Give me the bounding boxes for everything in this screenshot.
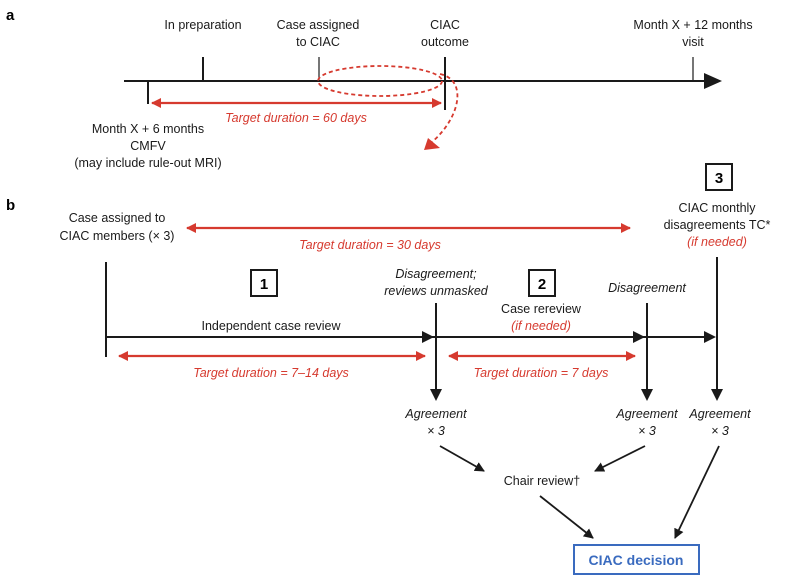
zoom-arrowhead [424, 138, 440, 150]
step-3-box [705, 163, 733, 191]
label-agreement-2: Agreement [615, 407, 678, 421]
label-disagreement-unmasked-1: Disagreement; [395, 267, 477, 281]
highlight-ellipse [317, 65, 443, 97]
label-month6-2: CMFV [130, 139, 166, 153]
label-agreement-3-times: × 3 [711, 424, 729, 438]
label-disagreement-unmasked-2: reviews unmasked [384, 284, 489, 298]
flow-arrowhead-2 [633, 331, 645, 343]
arrow-agreement2-to-chair [594, 445, 646, 472]
step-2-number: 2 [538, 276, 546, 293]
step-3-number: 3 [715, 170, 723, 187]
label-target-7-days: Target duration = 7 days [474, 366, 609, 380]
label-tc-3: (if needed) [687, 235, 747, 249]
arrow-agreement1-to-chair [439, 445, 485, 472]
timeline-a-arrowhead [704, 73, 722, 89]
label-target-60-days: Target duration = 60 days [225, 111, 367, 125]
label-tc-1: CIAC monthly [678, 201, 756, 215]
step-1-number: 1 [260, 276, 268, 293]
label-tc-2: disagreements TC* [664, 218, 771, 232]
down-arrowhead-3 [711, 389, 723, 401]
label-month6-3: (may include rule-out MRI) [74, 156, 221, 170]
label-ciac-decision: CIAC decision [589, 552, 684, 568]
label-chair-review: Chair review† [504, 474, 580, 488]
panel-a-label: a [6, 7, 15, 24]
label-case-assigned-1: Case assigned [277, 18, 360, 32]
down-arrowhead-1 [430, 389, 442, 401]
arrow-chair-to-decision [539, 495, 594, 539]
zoom-curved-arrow [431, 73, 459, 143]
label-agreement-1: Agreement [404, 407, 467, 421]
arrow-agreement3-to-decision [674, 445, 720, 539]
label-month12-1: Month X + 12 months [633, 18, 752, 32]
label-ciac-outcome-2: outcome [421, 35, 469, 49]
label-in-preparation: In preparation [164, 18, 241, 32]
label-target-30-days: Target duration = 30 days [299, 238, 441, 252]
step-2-box [528, 269, 556, 297]
label-independent-review: Independent case review [202, 319, 342, 333]
ciac-decision-box [573, 544, 700, 575]
label-ciac-outcome-1: CIAC [430, 18, 460, 32]
label-agreement-3: Agreement [688, 407, 751, 421]
label-case-assigned-members-2: CIAC members (× 3) [60, 229, 175, 243]
label-case-rereview-2: (if needed) [511, 319, 571, 333]
flow-arrowhead-3 [704, 331, 716, 343]
label-target-7-14-days: Target duration = 7–14 days [193, 366, 349, 380]
label-case-assigned-2: to CIAC [296, 35, 340, 49]
label-month6-1: Month X + 6 months [92, 122, 204, 136]
label-month12-2: visit [682, 35, 704, 49]
label-case-assigned-members-1: Case assigned to [69, 211, 166, 225]
label-disagreement: Disagreement [608, 281, 686, 295]
panel-b-label: b [6, 197, 15, 214]
label-agreement-1-times: × 3 [427, 424, 445, 438]
label-agreement-2-times: × 3 [638, 424, 656, 438]
step-1-box [250, 269, 278, 297]
down-arrowhead-2 [641, 389, 653, 401]
flow-arrowhead-1 [422, 331, 434, 343]
label-case-rereview-1: Case rereview [501, 302, 582, 316]
